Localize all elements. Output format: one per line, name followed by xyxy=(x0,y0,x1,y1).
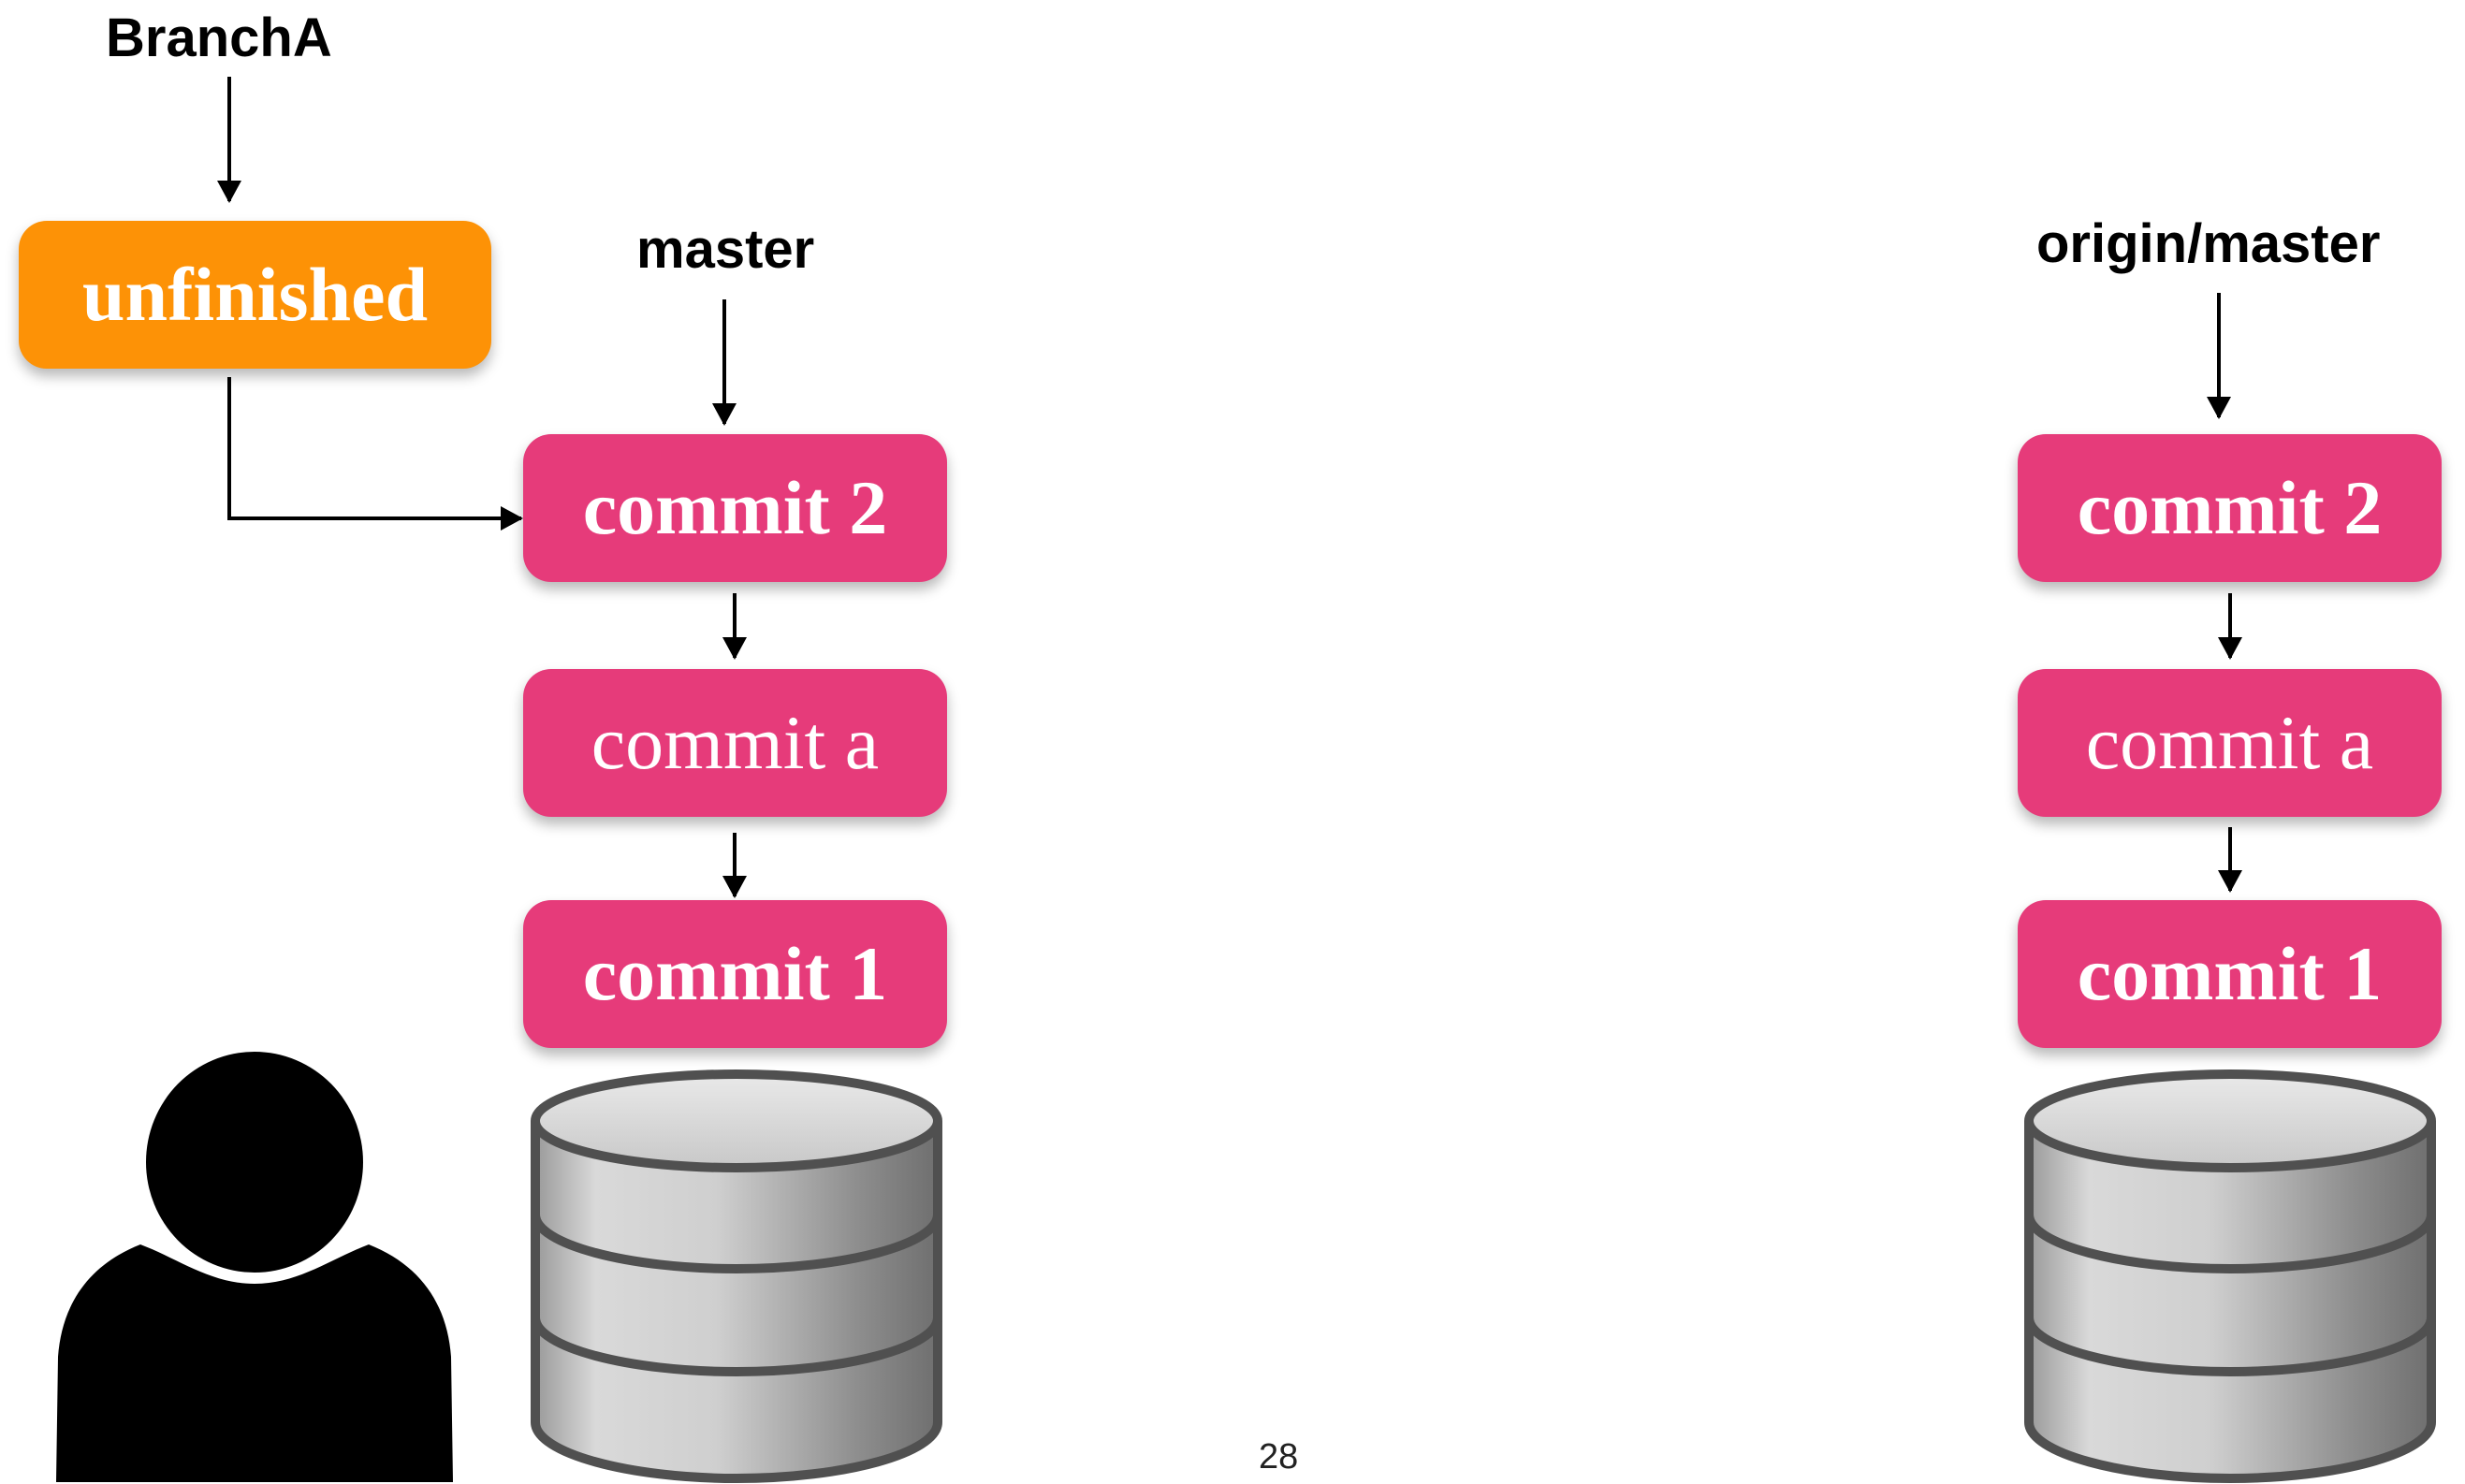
master-label: master xyxy=(636,219,815,280)
user-silhouette-icon xyxy=(56,1052,453,1482)
page-number: 28 xyxy=(1259,1437,1299,1477)
remote-commit-1: commit 1 xyxy=(2018,900,2442,1048)
origin-master-label: origin/master xyxy=(2036,213,2381,274)
database-icon-local xyxy=(531,1069,942,1484)
local-commit-1: commit 1 xyxy=(523,900,947,1048)
local-commit-a: commit a xyxy=(523,669,947,817)
remote-commit-a: commit a xyxy=(2018,669,2442,817)
database-icon-remote xyxy=(2024,1069,2436,1484)
branch-a-label: BranchA xyxy=(106,7,332,68)
unfinished-node: unfinished xyxy=(19,221,491,369)
local-commit-2: commit 2 xyxy=(523,434,947,582)
arrow-unfinished-to-commit2 xyxy=(227,377,523,531)
remote-commit-2: commit 2 xyxy=(2018,434,2442,582)
